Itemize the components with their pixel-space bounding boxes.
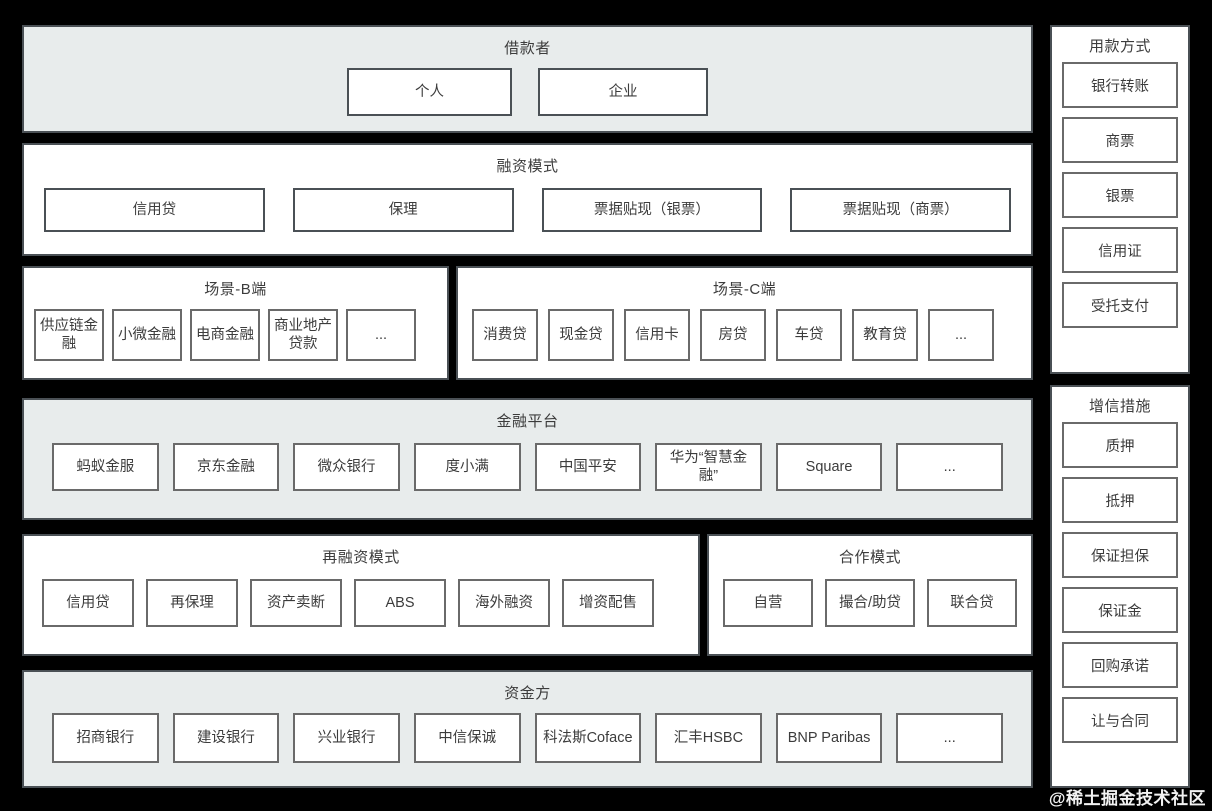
box-borrower-individual[interactable]: 个人	[347, 68, 512, 116]
box-scenario-c-mortgage[interactable]: 房贷	[700, 309, 766, 361]
box-scenario-b-ecommerce-finance[interactable]: 电商金融	[190, 309, 260, 361]
section-title-credit-enhancement: 增信措施	[1088, 398, 1151, 415]
box-funder-citic-prudential[interactable]: 中信保诚	[413, 713, 521, 763]
box-funder-more[interactable]: ...	[896, 713, 1003, 763]
box-funder-industrial-bank[interactable]: 兴业银行	[293, 713, 400, 763]
section-platform: 金融平台 蚂蚁金服 京东金融 微众银行 度小满 中国平安 华为“智慧金融” Sq…	[22, 398, 1033, 520]
watermark: @稀土掘金技术社区	[1048, 789, 1206, 808]
box-funder-coface[interactable]: 科法斯Coface	[534, 713, 642, 763]
box-credit-enhancement-pledge[interactable]: 质押	[1062, 422, 1178, 468]
refinancing-items-row: 信用贷 再保理 资产卖断 ABS 海外融资 增资配售	[24, 579, 698, 627]
section-borrower: 借款者 个人 企业	[22, 25, 1033, 133]
section-title-disbursement: 用款方式	[1088, 38, 1151, 55]
box-platform-webank[interactable]: 微众银行	[293, 443, 400, 491]
box-refinancing-overseas-financing[interactable]: 海外融资	[458, 579, 550, 627]
borrower-items-row: 个人 企业	[24, 68, 1031, 116]
box-scenario-b-micro-finance[interactable]: 小微金融	[112, 309, 182, 361]
box-refinancing-credit-loan[interactable]: 信用贷	[42, 579, 134, 627]
section-financing-mode: 融资模式 信用贷 保理 票据贴现（银票） 票据贴现（商票）	[22, 143, 1033, 256]
box-funder-bnp-paribas[interactable]: BNP Paribas	[775, 713, 883, 763]
box-disbursement-commercial-acceptance-bill[interactable]: 商票	[1062, 117, 1178, 163]
box-scenario-c-education-loan[interactable]: 教育贷	[852, 309, 918, 361]
box-scenario-c-consumer-loan[interactable]: 消费贷	[472, 309, 538, 361]
box-financing-bill-discount-commercial[interactable]: 票据贴现（商票）	[790, 188, 1011, 232]
box-scenario-b-more[interactable]: ...	[346, 309, 416, 361]
box-refinancing-asset-sale[interactable]: 资产卖断	[250, 579, 342, 627]
box-scenario-b-commercial-real-estate-loan[interactable]: 商业地产贷款	[268, 309, 338, 361]
box-credit-enhancement-deposit[interactable]: 保证金	[1062, 587, 1178, 633]
box-disbursement-entrusted-payment[interactable]: 受托支付	[1062, 282, 1178, 328]
box-scenario-c-auto-loan[interactable]: 车贷	[776, 309, 842, 361]
box-platform-ping-an[interactable]: 中国平安	[534, 443, 642, 491]
section-refinancing: 再融资模式 信用贷 再保理 资产卖断 ABS 海外融资 增资配售	[22, 534, 700, 656]
box-funder-ccb[interactable]: 建设银行	[172, 713, 280, 763]
box-refinancing-abs[interactable]: ABS	[354, 579, 446, 627]
financing-mode-items-row: 信用贷 保理 票据贴现（银票） 票据贴现（商票）	[24, 188, 1031, 232]
box-scenario-c-more[interactable]: ...	[928, 309, 994, 361]
box-cooperation-joint-loan[interactable]: 联合贷	[927, 579, 1017, 627]
section-funder: 资金方 招商银行 建设银行 兴业银行 中信保诚 科法斯Coface 汇丰HSBC…	[22, 670, 1033, 788]
box-borrower-enterprise[interactable]: 企业	[538, 68, 708, 116]
cooperation-items-row: 自营 撮合/助贷 联合贷	[709, 579, 1031, 627]
box-refinancing-capital-increase-placement[interactable]: 增资配售	[562, 579, 654, 627]
box-platform-ant-financial[interactable]: 蚂蚁金服	[52, 443, 159, 491]
funder-items-row: 招商银行 建设银行 兴业银行 中信保诚 科法斯Coface 汇丰HSBC BNP…	[24, 713, 1031, 763]
scenario-b-items-row: 供应链金融 小微金融 电商金融 商业地产贷款 ...	[24, 309, 447, 361]
box-scenario-c-credit-card[interactable]: 信用卡	[624, 309, 690, 361]
box-platform-jd-finance[interactable]: 京东金融	[172, 443, 280, 491]
box-cooperation-matchmaking-loan-assistance[interactable]: 撮合/助贷	[825, 579, 915, 627]
box-funder-cmb[interactable]: 招商银行	[52, 713, 159, 763]
box-disbursement-bank-transfer[interactable]: 银行转账	[1062, 62, 1178, 108]
box-cooperation-self-operated[interactable]: 自营	[723, 579, 813, 627]
box-platform-square[interactable]: Square	[775, 443, 883, 491]
section-title-funder: 资金方	[504, 685, 551, 702]
section-title-borrower: 借款者	[504, 40, 551, 57]
section-title-platform: 金融平台	[496, 413, 559, 430]
box-credit-enhancement-guarantee[interactable]: 保证担保	[1062, 532, 1178, 578]
box-financing-bill-discount-bank[interactable]: 票据贴现（银票）	[541, 188, 763, 232]
box-scenario-b-supply-chain-finance[interactable]: 供应链金融	[34, 309, 104, 361]
box-credit-enhancement-repurchase-commitment[interactable]: 回购承诺	[1062, 642, 1178, 688]
box-financing-credit-loan[interactable]: 信用贷	[44, 188, 265, 232]
box-funder-hsbc[interactable]: 汇丰HSBC	[655, 713, 762, 763]
scenario-c-items-row: 消费贷 现金贷 信用卡 房贷 车贷 教育贷 ...	[458, 309, 1031, 361]
box-credit-enhancement-mortgage[interactable]: 抵押	[1062, 477, 1178, 523]
box-scenario-c-cash-loan[interactable]: 现金贷	[548, 309, 614, 361]
box-platform-duxiaoman[interactable]: 度小满	[413, 443, 521, 491]
section-title-scenario-b: 场景-B端	[204, 281, 267, 298]
section-scenario-c: 场景-C端 消费贷 现金贷 信用卡 房贷 车贷 教育贷 ...	[456, 266, 1033, 380]
section-disbursement: 用款方式 银行转账 商票 银票 信用证 受托支付	[1050, 25, 1190, 374]
section-credit-enhancement: 增信措施 质押 抵押 保证担保 保证金 回购承诺 让与合同	[1050, 385, 1190, 788]
section-title-scenario-c: 场景-C端	[712, 281, 777, 298]
box-credit-enhancement-assignment-contract[interactable]: 让与合同	[1062, 697, 1178, 743]
box-disbursement-bank-acceptance-bill[interactable]: 银票	[1062, 172, 1178, 218]
section-scenario-b: 场景-B端 供应链金融 小微金融 电商金融 商业地产贷款 ...	[22, 266, 449, 380]
section-title-financing-mode: 融资模式	[496, 158, 559, 175]
box-disbursement-letter-of-credit[interactable]: 信用证	[1062, 227, 1178, 273]
box-platform-more[interactable]: ...	[896, 443, 1003, 491]
section-title-refinancing: 再融资模式	[322, 549, 400, 566]
platform-items-row: 蚂蚁金服 京东金融 微众银行 度小满 中国平安 华为“智慧金融” Square …	[24, 443, 1031, 491]
box-financing-factoring[interactable]: 保理	[292, 188, 514, 232]
section-cooperation: 合作模式 自营 撮合/助贷 联合贷	[707, 534, 1033, 656]
box-platform-huawei-smart-finance[interactable]: 华为“智慧金融”	[655, 443, 762, 491]
box-refinancing-re-factoring[interactable]: 再保理	[146, 579, 238, 627]
section-title-cooperation: 合作模式	[838, 549, 901, 566]
